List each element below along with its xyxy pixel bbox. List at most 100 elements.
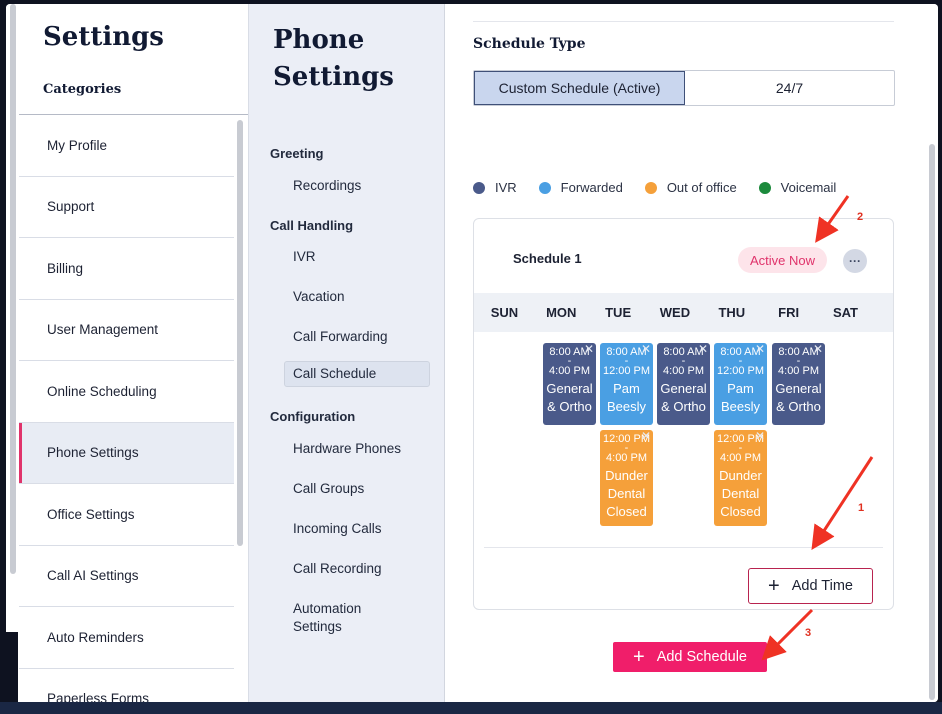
- category-list: My Profile Support Billing User Manageme…: [19, 115, 234, 702]
- time-block-fri-ivr[interactable]: ✕ 8:00 AM - 4:00 PM General & Ortho: [772, 342, 825, 425]
- schedule-card: Schedule 1 Active Now ··· SUN MON TUE WE…: [473, 218, 894, 610]
- weekday-header: SUN MON TUE WED THU FRI SAT: [474, 293, 893, 332]
- section-configuration: Configuration: [270, 409, 356, 424]
- settings-title: Settings: [43, 22, 164, 52]
- sidebar-item-my-profile[interactable]: My Profile: [19, 115, 234, 177]
- day-wed: WED: [659, 305, 691, 320]
- block-dash: -: [624, 355, 629, 367]
- block-dash: -: [567, 355, 572, 367]
- legend-out-of-office: Out of office: [644, 180, 737, 195]
- block-start: 8:00 AM: [778, 346, 819, 358]
- time-block-wed-ivr[interactable]: ✕ 8:00 AM - 4:00 PM General & Ortho: [657, 342, 710, 425]
- remove-block-icon[interactable]: ✕: [640, 429, 651, 443]
- sidebar-outer-scrollbar[interactable]: [10, 4, 16, 574]
- block-label: Dental: [607, 486, 646, 501]
- remove-block-icon[interactable]: ✕: [640, 342, 651, 356]
- block-dash: -: [738, 355, 743, 367]
- schedule-type-toggle: Custom Schedule (Active) 24/7: [473, 70, 895, 106]
- block-start: 12:00 PM: [602, 433, 651, 445]
- block-label: & Ortho: [547, 399, 592, 414]
- schedule-name: Schedule 1: [513, 251, 582, 266]
- block-label: & Ortho: [661, 399, 706, 414]
- active-now-badge: Active Now: [738, 247, 827, 273]
- sidebar-item-office-settings[interactable]: Office Settings: [19, 484, 234, 546]
- block-end: 12:00 PM: [716, 365, 765, 377]
- nav-call-schedule[interactable]: Call Schedule: [284, 361, 430, 387]
- block-end: 12:00 PM: [602, 365, 651, 377]
- block-end: 4:00 PM: [720, 452, 761, 464]
- sidebar-item-online-scheduling[interactable]: Online Scheduling: [19, 361, 234, 423]
- sidebar-item-billing[interactable]: Billing: [19, 238, 234, 300]
- sidebar-item-call-ai-settings[interactable]: Call AI Settings: [19, 546, 234, 607]
- day-tue: TUE: [605, 305, 632, 320]
- schedule-type-label: Schedule Type: [473, 36, 586, 52]
- nav-recordings[interactable]: Recordings: [293, 178, 362, 193]
- block-start: 8:00 AM: [549, 346, 590, 358]
- nav-incoming-calls[interactable]: Incoming Calls: [293, 521, 382, 536]
- sidebar-item-phone-settings[interactable]: Phone Settings: [19, 422, 234, 484]
- remove-block-icon[interactable]: ✕: [812, 342, 823, 356]
- add-time-button[interactable]: + Add Time: [748, 568, 873, 604]
- nav-call-groups[interactable]: Call Groups: [293, 481, 365, 496]
- sidebar-item-user-management[interactable]: User Management: [19, 300, 234, 361]
- main-scrollbar[interactable]: [929, 144, 935, 700]
- block-dash: -: [796, 355, 801, 367]
- nav-call-forwarding[interactable]: Call Forwarding: [293, 329, 388, 344]
- sidebar-item-support[interactable]: Support: [19, 177, 234, 238]
- sidebar-item-auto-reminders[interactable]: Auto Reminders: [19, 607, 234, 669]
- block-label: Dental: [721, 486, 760, 501]
- nav-vacation[interactable]: Vacation: [293, 289, 345, 304]
- legend-ivr: IVR: [473, 180, 517, 195]
- block-dash: -: [624, 442, 629, 454]
- legend-voicemail: Voicemail: [758, 180, 836, 195]
- sidebar-item-label: Paperless Forms: [47, 691, 150, 702]
- legend-label: Forwarded: [560, 180, 623, 195]
- sidebar-item-label: Office Settings: [47, 506, 135, 522]
- categories-divider: [19, 114, 248, 115]
- block-label: Pam: [613, 381, 640, 396]
- block-label: Dunder: [605, 468, 648, 483]
- legend-label: IVR: [495, 180, 517, 195]
- settings-window: Settings Categories My Profile Support B…: [6, 4, 938, 702]
- nav-hardware-phones[interactable]: Hardware Phones: [293, 441, 402, 456]
- day-thu: THU: [718, 305, 746, 320]
- block-label: Closed: [606, 504, 647, 519]
- sidebar-item-paperless-forms[interactable]: Paperless Forms: [19, 669, 234, 702]
- categories-label: Categories: [43, 82, 122, 97]
- call-schedule-panel: Schedule Type Custom Schedule (Active) 2…: [446, 4, 938, 702]
- block-label: General: [546, 381, 593, 396]
- block-start: 8:00 AM: [663, 346, 704, 358]
- time-block-thu-out-of-office[interactable]: ✕ 12:00 PM - 4:00 PM Dunder Dental Close…: [714, 429, 767, 526]
- out-of-office-dot-icon: [644, 181, 657, 194]
- block-start: 8:00 AM: [606, 346, 647, 358]
- time-block-tue-out-of-office[interactable]: ✕ 12:00 PM - 4:00 PM Dunder Dental Close…: [600, 429, 653, 526]
- time-block-thu-forwarded[interactable]: ✕ 8:00 AM - 12:00 PM Pam Beesly: [714, 342, 767, 425]
- annotation-number-3: 3: [805, 627, 812, 639]
- block-end: 4:00 PM: [663, 365, 704, 377]
- block-dash: -: [681, 355, 686, 367]
- settings-sidebar: Settings Categories My Profile Support B…: [6, 4, 249, 702]
- remove-block-icon[interactable]: ✕: [583, 342, 594, 356]
- block-start: 8:00 AM: [720, 346, 761, 358]
- custom-schedule-option[interactable]: Custom Schedule (Active): [474, 71, 685, 105]
- remove-block-icon[interactable]: ✕: [754, 342, 765, 356]
- nav-automation-settings[interactable]: Automation Settings: [293, 601, 362, 634]
- card-divider: [484, 547, 883, 548]
- nav-ivr[interactable]: IVR: [293, 249, 316, 264]
- sidebar-item-label: User Management: [47, 322, 159, 338]
- legend: IVR Forwarded Out of office Voicemail: [473, 180, 836, 195]
- block-label: General: [775, 381, 822, 396]
- nav-call-recording[interactable]: Call Recording: [293, 561, 382, 576]
- block-start: 12:00 PM: [716, 433, 765, 445]
- time-block-tue-forwarded[interactable]: ✕ 8:00 AM - 12:00 PM Pam Beesly: [600, 342, 653, 425]
- sidebar-scrollbar[interactable]: [237, 120, 243, 546]
- remove-block-icon[interactable]: ✕: [754, 429, 765, 443]
- day-sat: SAT: [832, 305, 858, 320]
- more-options-icon[interactable]: ···: [843, 249, 867, 273]
- time-block-mon-ivr[interactable]: ✕ 8:00 AM - 4:00 PM General & Ortho: [543, 342, 596, 425]
- add-schedule-button[interactable]: + Add Schedule: [613, 642, 767, 672]
- remove-block-icon[interactable]: ✕: [697, 342, 708, 356]
- always-on-option[interactable]: 24/7: [775, 80, 804, 96]
- sidebar-item-label: My Profile: [47, 137, 108, 153]
- sidebar-item-label: Online Scheduling: [47, 383, 157, 399]
